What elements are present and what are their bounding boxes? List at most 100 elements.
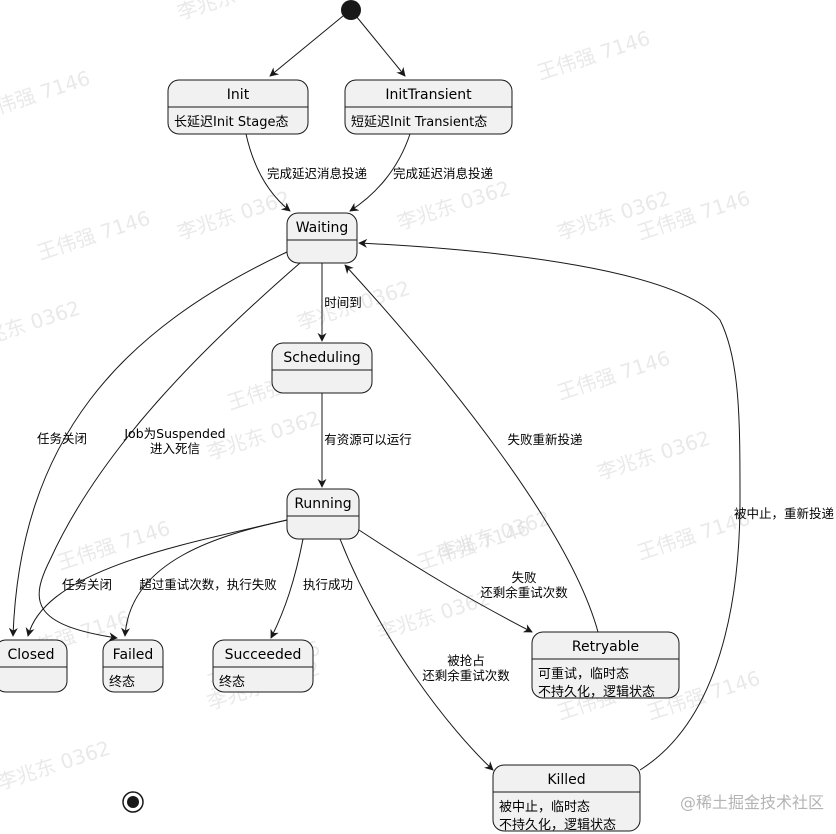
state-box <box>531 631 680 699</box>
state-box <box>0 639 68 693</box>
state-running: Running <box>286 488 360 540</box>
transition-waiting-scheduling: 时间到 <box>317 263 362 342</box>
state-failed: Failed 终态 <box>102 639 164 693</box>
transition-scheduling-running: 有资源可以运行 <box>317 393 412 488</box>
transition-arrow <box>355 15 406 77</box>
transition-init-transient-waiting: 完成延迟消息投递 <box>349 133 494 212</box>
transition-running-failed: 超过重试次数，执行失败 <box>121 519 288 637</box>
transition-arrow <box>358 529 533 633</box>
state-init-transient: InitTransient 短延迟Init Transient态 <box>344 79 513 135</box>
state-box <box>271 342 373 394</box>
transition-arrow <box>269 15 344 77</box>
watermark-text: 李兆东 0362 <box>434 506 553 565</box>
state-description: 不持久化，逻辑状态 <box>538 685 655 700</box>
final-state-icon <box>122 791 144 813</box>
transition-arrow <box>344 264 599 633</box>
state-name: Scheduling <box>283 350 360 366</box>
transition-running-closed: 任务关闭 <box>25 519 288 637</box>
state-description: 终态 <box>219 674 245 690</box>
transition-arrow <box>339 538 494 771</box>
transition-label: 任务关闭 <box>62 577 112 592</box>
watermark-text: 李兆东 0362 <box>0 296 83 355</box>
watermark-text: 王伟强 7146 <box>554 346 673 405</box>
transition-waiting-closed: 任务关闭 <box>8 251 288 637</box>
state-description: 终态 <box>109 674 135 690</box>
transition-retryable-waiting: 失败重新投递 <box>344 264 599 633</box>
state-description: 不持久化，逻辑状态 <box>499 818 616 833</box>
transition-killed-waiting: 被中止，重新投递 <box>358 238 835 771</box>
state-name: Succeeded <box>225 647 302 663</box>
transition-label: 执行成功 <box>303 577 353 592</box>
state-waiting: Waiting <box>286 212 358 264</box>
watermark-text: 李兆东 0362 <box>174 0 293 25</box>
state-init: Init 长延迟Init Stage态 <box>167 79 309 135</box>
watermark-text: 王伟强 7146 <box>34 206 153 265</box>
state-box <box>286 488 360 540</box>
final-state-dot <box>127 796 139 808</box>
transition-init-waiting: 完成延迟消息投递 <box>245 133 368 212</box>
transition-start-init <box>269 15 344 77</box>
states: Init 长延迟Init Stage态 InitTransient 短延迟Init T… <box>0 79 680 833</box>
transition-label: 完成延迟消息投递 <box>267 166 368 181</box>
transition-label: 失败 <box>511 570 537 585</box>
state-scheduling: Scheduling <box>271 342 373 394</box>
state-name: Retryable <box>572 639 639 655</box>
watermark-text: 王伟强 7146 <box>534 26 653 85</box>
transition-start-init-transient <box>355 15 406 77</box>
state-box <box>102 639 164 693</box>
state-name: Killed <box>547 772 585 788</box>
state-succeeded: Succeeded 终态 <box>212 639 314 693</box>
transition-arrow <box>358 238 741 771</box>
pseudo-states <box>122 0 361 813</box>
watermark-text: 李兆东 0362 <box>394 176 513 235</box>
state-name: Closed <box>7 647 54 663</box>
state-name: Waiting <box>296 220 349 236</box>
transition-label: 超过重试次数，执行失败 <box>139 577 277 592</box>
transition-arrow <box>121 519 288 637</box>
state-box <box>212 639 314 693</box>
footer-watermark: @稀土掘金技术社区 <box>680 793 824 812</box>
watermark-text: 李兆东 0362 <box>374 586 493 645</box>
transition-arrow <box>245 133 291 212</box>
state-name: Failed <box>113 647 154 663</box>
state-name: Running <box>294 496 351 512</box>
state-box <box>286 212 358 264</box>
transition-label: 还剩余重试次数 <box>480 585 568 600</box>
transition-label: 有资源可以运行 <box>324 432 412 447</box>
transition-label: 时间到 <box>324 295 362 310</box>
transition-arrow <box>38 262 301 642</box>
transition-running-succeeded: 执行成功 <box>270 538 353 639</box>
transition-arrow <box>270 538 304 639</box>
state-description: 可重试，临时态 <box>538 666 629 682</box>
state-description: 短延迟Init Transient态 <box>351 115 487 130</box>
watermark-text: 王伟强 7146 <box>0 66 93 125</box>
transition-label: 完成延迟消息投递 <box>393 166 494 181</box>
transition-label: 被中止，重新投递 <box>734 506 835 521</box>
watermark-text: 李兆东 0362 <box>174 186 293 245</box>
state-description: 长延迟Init Stage态 <box>174 115 288 130</box>
state-closed: Closed <box>0 639 68 693</box>
transition-arrow <box>25 519 288 637</box>
transition-label: 被抢占 <box>447 653 485 668</box>
transition-label: Job为Suspended <box>123 426 225 441</box>
state-name: InitTransient <box>385 87 472 103</box>
watermark-text: 李兆东 0362 <box>594 426 713 485</box>
transition-label: 还剩余重试次数 <box>422 668 510 683</box>
transition-label: 进入死信 <box>150 441 200 456</box>
transition-arrow <box>8 251 288 637</box>
state-box <box>492 764 641 832</box>
transition-label: 任务关闭 <box>37 431 87 446</box>
watermark-text: 李兆东 0362 <box>0 736 113 795</box>
transition-label: 失败重新投递 <box>507 432 583 447</box>
state-description: 被中止，临时态 <box>499 800 590 815</box>
initial-state-icon <box>341 0 361 20</box>
transition-arrow <box>349 133 411 212</box>
state-name: Init <box>227 87 250 103</box>
